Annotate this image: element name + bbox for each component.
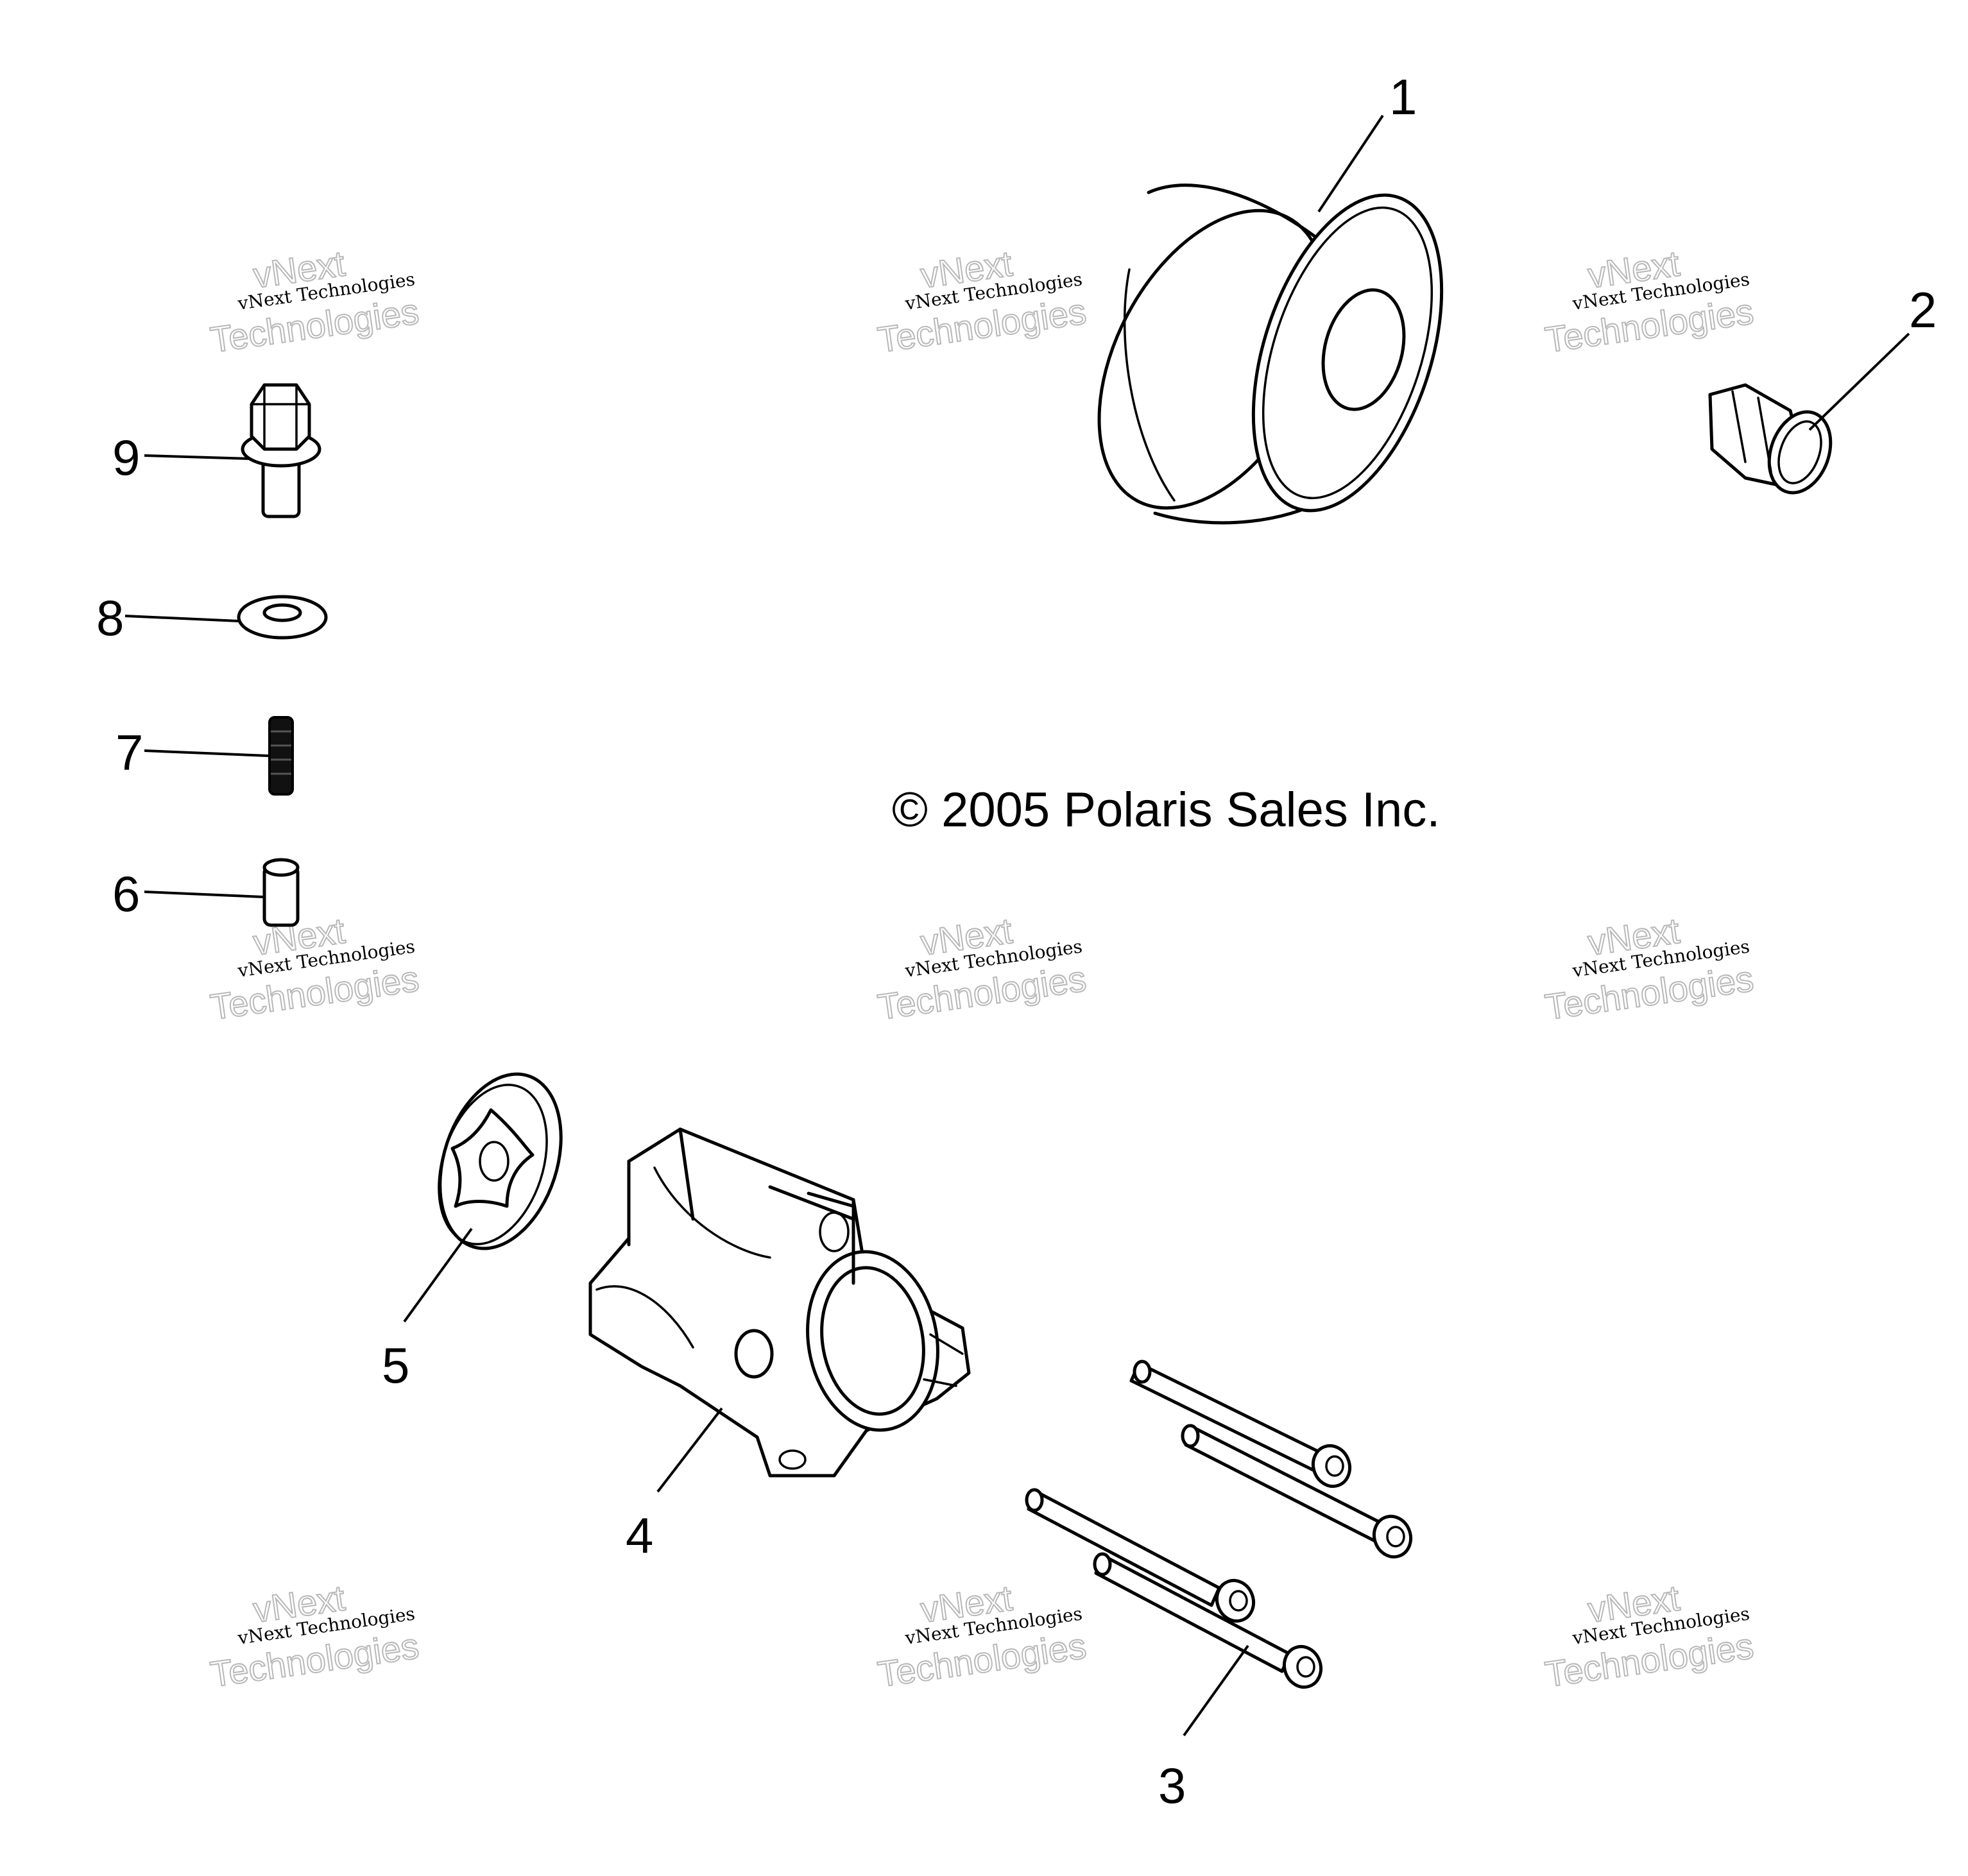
copyright-text: © 2005 Polaris Sales Inc. [892, 783, 1440, 837]
part-6-dowel-pin [262, 858, 300, 927]
watermark-9: vNext vNext Technologies Technologies [1542, 1576, 1756, 1695]
part-8-washer [237, 595, 328, 640]
watermark-2: vNext vNext Technologies Technologies [875, 242, 1089, 361]
callout-7: 7 [116, 724, 143, 781]
callout-3: 3 [1158, 1757, 1186, 1814]
part-4-pump-housing [588, 1127, 971, 1478]
part-9-bolt [241, 383, 321, 518]
leader-6 [144, 891, 264, 898]
watermark-3: vNext vNext Technologies Technologies [1542, 242, 1756, 361]
leader-7 [144, 749, 269, 757]
part-2-fitting [1708, 383, 1833, 495]
leader-3 [1183, 1644, 1249, 1737]
part-3-screws [1025, 1360, 1412, 1689]
watermark-5: vNext vNext Technologies Technologies [875, 909, 1089, 1028]
callout-numbers: 1 2 3 4 5 6 7 8 9 [96, 69, 1937, 1814]
leader-8 [124, 615, 239, 622]
part-5-rotor [438, 1072, 563, 1250]
leader-5 [403, 1227, 473, 1323]
callout-4: 4 [626, 1507, 653, 1564]
watermark-6: vNext vNext Technologies Technologies [1542, 909, 1756, 1028]
leader-lines [124, 114, 1910, 1737]
screw-b [1181, 1424, 1412, 1559]
part-7-stud [268, 716, 294, 796]
watermark-7: vNext vNext Technologies Technologies [207, 1576, 422, 1695]
leader-4 [656, 1407, 723, 1493]
watermark-4: vNext vNext Technologies Technologies [207, 909, 422, 1028]
screw-d [1093, 1552, 1322, 1689]
watermark-1: vNext vNext Technologies Technologies [207, 242, 422, 361]
callout-8: 8 [96, 590, 124, 646]
screw-c [1025, 1488, 1255, 1623]
leader-9 [144, 454, 251, 460]
callout-1: 1 [1389, 69, 1417, 125]
callout-2: 2 [1909, 282, 1937, 338]
callout-5: 5 [382, 1337, 409, 1394]
leader-2 [1808, 332, 1910, 431]
part-1-oil-filter [1097, 183, 1444, 525]
callout-6: 6 [112, 866, 140, 922]
watermark-8: vNext vNext Technologies Technologies [875, 1576, 1089, 1695]
screw-a [1129, 1360, 1351, 1488]
callout-9: 9 [112, 429, 140, 486]
leader-1 [1317, 114, 1384, 213]
watermark-grid: vNext vNext Technologies Technologies vN… [207, 242, 1756, 1695]
